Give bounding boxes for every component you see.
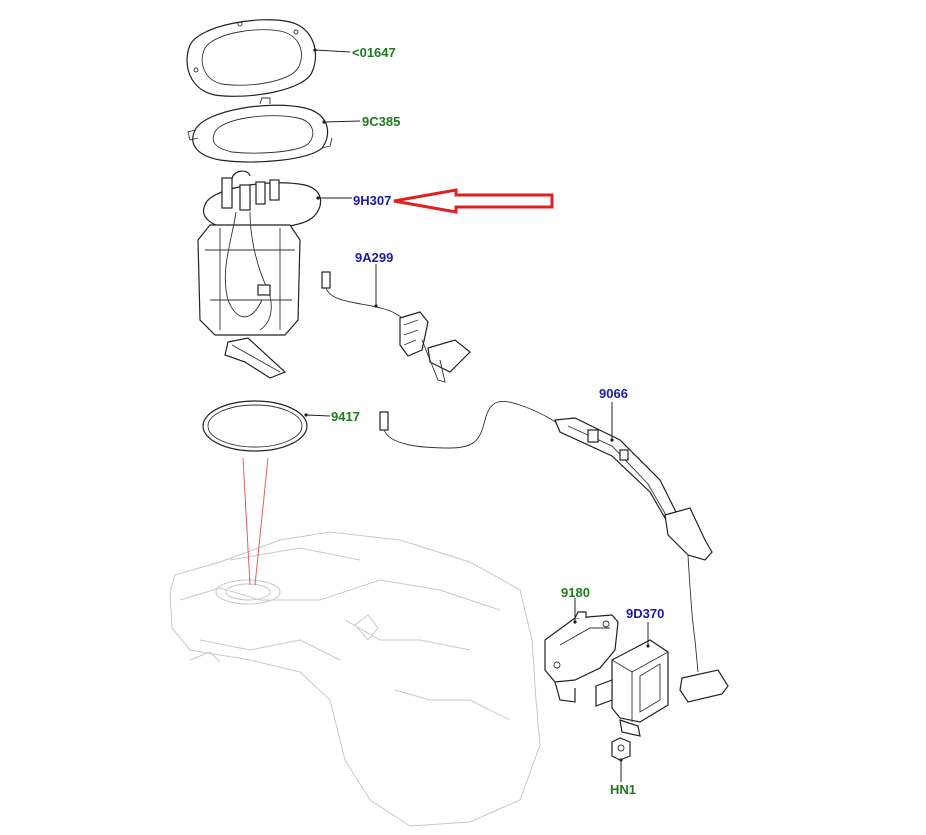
fuel-pump-module-part: [197, 170, 322, 379]
label-lock-ring: 9C385: [362, 114, 400, 129]
nut-part: [611, 737, 631, 761]
sender-unit-part: [321, 271, 471, 383]
label-cover-plate: <01647: [352, 45, 396, 60]
label-seal: 9417: [331, 409, 360, 424]
highlight-arrow: [393, 188, 554, 214]
control-module-part: [595, 639, 669, 737]
fuel-tank-ghost: [169, 531, 541, 827]
guide-lines: [242, 457, 269, 586]
label-wiring-harness: 9066: [599, 386, 628, 401]
label-bracket: 9180: [561, 585, 590, 600]
label-nut: HN1: [610, 782, 636, 797]
label-control-module: 9D370: [626, 606, 664, 621]
bracket-part: [544, 611, 619, 703]
label-sender-unit: 9A299: [355, 250, 393, 265]
lock-ring-part: [187, 97, 333, 163]
label-fuel-pump-module: 9H307: [353, 193, 391, 208]
cover-plate-part: [186, 19, 317, 97]
seal-part: [202, 400, 308, 452]
